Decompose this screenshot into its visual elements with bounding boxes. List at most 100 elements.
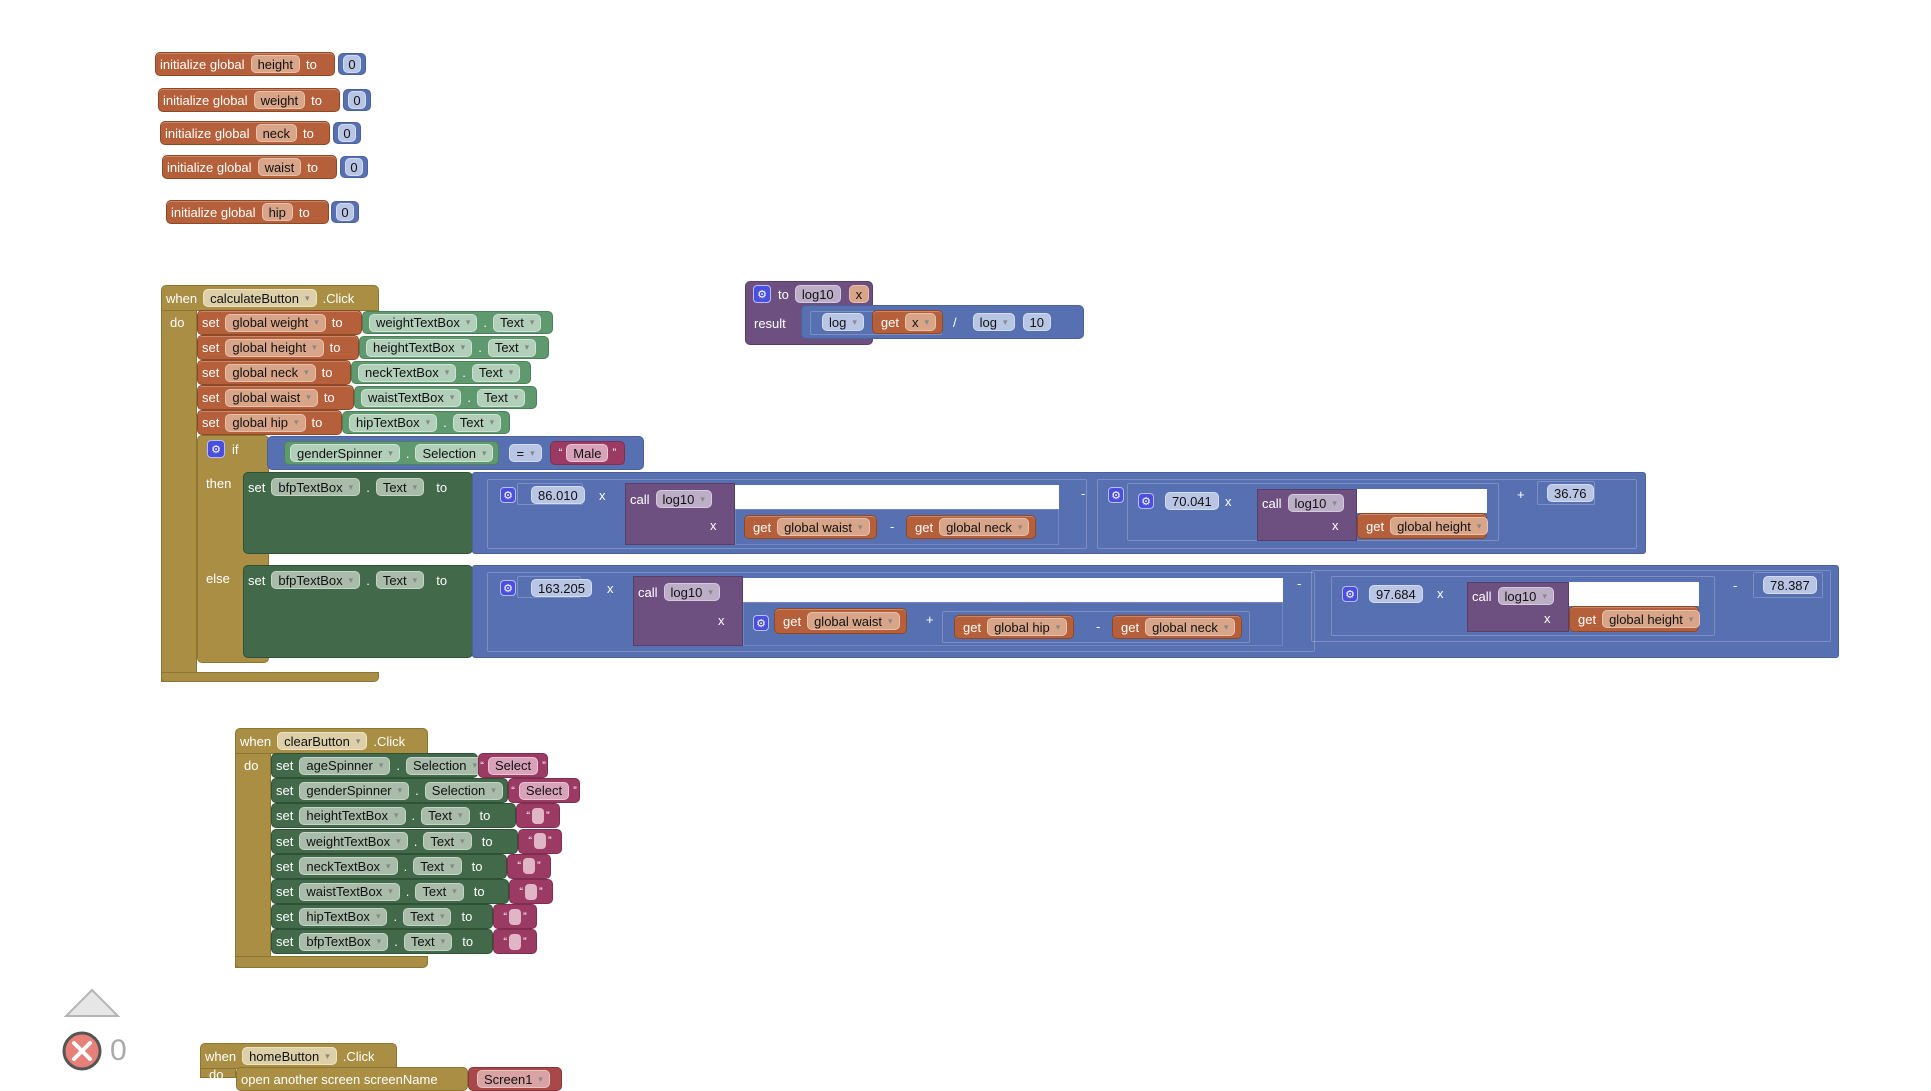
get-global-waist-block[interactable]: get global waist: [774, 608, 907, 634]
component-dropdown[interactable]: bfpTextBox: [299, 932, 389, 951]
empty-string-value[interactable]: [509, 933, 521, 950]
variable-dropdown[interactable]: global height: [1602, 610, 1701, 628]
text-string-block[interactable]: “”: [516, 803, 560, 829]
get-global-neck-block[interactable]: get global neck: [906, 515, 1037, 539]
empty-string-value[interactable]: [523, 858, 535, 875]
component-dropdown[interactable]: heightTextBox: [299, 806, 406, 825]
empty-string-value[interactable]: [534, 833, 546, 850]
number-value[interactable]: 97.684: [1369, 585, 1423, 603]
number-block[interactable]: 0: [340, 156, 368, 178]
number-value[interactable]: 86.010: [531, 486, 585, 504]
init-global-hip-block[interactable]: initialize global hip to: [166, 200, 329, 224]
number-value[interactable]: 10: [1022, 313, 1051, 331]
variable-dropdown[interactable]: global neck: [1145, 618, 1236, 636]
empty-string-value[interactable]: [532, 807, 544, 824]
set-global-height-block[interactable]: set global height to: [197, 335, 359, 360]
component-dropdown[interactable]: neckTextBox: [358, 363, 457, 382]
component-dropdown[interactable]: waistTextBox: [361, 388, 462, 407]
variable-dropdown[interactable]: global weight: [225, 313, 326, 332]
waistTextBox-text-getter[interactable]: waistTextBox . Text: [354, 386, 537, 409]
compare-block[interactable]: genderSpinner . Selection = “ Male ”: [267, 436, 644, 470]
get-global-hip-block[interactable]: get global hip: [954, 615, 1075, 639]
call-log10-block[interactable]: call log10 x: [1257, 489, 1357, 541]
property-dropdown[interactable]: Text: [413, 857, 462, 876]
init-global-waist-block[interactable]: initialize global waist to: [162, 155, 337, 179]
text-string-block[interactable]: “”: [509, 879, 553, 904]
property-dropdown[interactable]: Text: [477, 388, 526, 407]
property-dropdown[interactable]: Text: [471, 363, 521, 382]
set-global-waist-block[interactable]: set global waist to: [197, 385, 354, 410]
procedure-name-field[interactable]: log10: [794, 285, 841, 303]
else-subtract-expression[interactable]: ⚙ 163.205 x call log10 x ⚙ get global wa…: [472, 565, 1839, 658]
call-log10-block[interactable]: call log10 x: [633, 576, 743, 646]
property-dropdown[interactable]: Selection: [415, 444, 494, 462]
string-value[interactable]: Select: [518, 781, 570, 800]
gear-icon[interactable]: ⚙: [753, 285, 771, 303]
text-string-block[interactable]: “”: [493, 929, 537, 955]
variable-dropdown[interactable]: global height: [225, 338, 324, 357]
else-set-bfp-block[interactable]: set bfpTextBox . Text to: [243, 565, 473, 658]
variable-dropdown[interactable]: global waist: [777, 518, 870, 536]
heightTextBox-text-getter[interactable]: heightTextBox . Text: [359, 336, 549, 359]
when-home-click-block[interactable]: when homeButton .Click: [200, 1043, 397, 1069]
warning-triangle-icon[interactable]: [63, 988, 121, 1018]
gear-icon[interactable]: ⚙: [753, 615, 769, 631]
component-dropdown[interactable]: weightTextBox: [369, 313, 478, 332]
number-value[interactable]: 70.041: [1165, 492, 1219, 510]
component-dropdown[interactable]: bfpTextBox: [271, 571, 361, 589]
init-global-weight-block[interactable]: initialize global weight to: [158, 88, 340, 112]
property-dropdown[interactable]: Text: [403, 932, 453, 951]
property-dropdown[interactable]: Text: [375, 478, 425, 496]
gear-icon[interactable]: ⚙: [207, 440, 225, 458]
weightTextBox-text-getter[interactable]: weightTextBox . Text: [362, 311, 553, 334]
call-log10-block[interactable]: call log10 x: [1467, 582, 1569, 632]
screen-dropdown[interactable]: Screen1: [477, 1070, 550, 1088]
set-global-neck-block[interactable]: set global neck to: [197, 360, 351, 385]
text-string-block[interactable]: “Select”: [508, 778, 580, 804]
when-calculate-click-block[interactable]: when calculateButton .Click: [161, 285, 379, 311]
property-dropdown[interactable]: Selection: [424, 781, 503, 800]
number-block[interactable]: 0: [333, 122, 361, 144]
call-log10-block[interactable]: call log10 x: [625, 483, 735, 545]
text-string-block[interactable]: “Select”: [478, 753, 548, 778]
property-dropdown[interactable]: Text: [375, 571, 425, 589]
number-value[interactable]: 0: [345, 158, 363, 176]
number-value[interactable]: 36.76: [1547, 484, 1594, 502]
component-dropdown[interactable]: weightTextBox: [299, 832, 408, 851]
genderSpinner-selection-getter[interactable]: genderSpinner . Selection: [284, 441, 500, 465]
get-x-block[interactable]: get x: [871, 310, 943, 334]
log-dropdown[interactable]: log: [822, 313, 864, 331]
component-dropdown[interactable]: ageSpinner: [299, 756, 391, 775]
variable-dropdown[interactable]: x: [904, 313, 936, 331]
error-x-icon[interactable]: [61, 1030, 103, 1072]
empty-string-value[interactable]: [525, 883, 537, 900]
variable-dropdown[interactable]: global hip: [225, 413, 306, 432]
gear-icon[interactable]: ⚙: [1138, 493, 1154, 509]
gear-icon[interactable]: ⚙: [500, 580, 516, 596]
when-clear-click-block[interactable]: when clearButton .Click: [235, 728, 428, 754]
empty-string-value[interactable]: [509, 908, 521, 925]
log-dropdown[interactable]: log: [972, 313, 1015, 331]
then-subtract-expression[interactable]: ⚙ 86.010 x call log10 x get global waist…: [472, 472, 1646, 554]
number-value[interactable]: 0: [348, 91, 366, 109]
variable-dropdown[interactable]: global neck: [225, 363, 316, 382]
then-set-bfp-block[interactable]: set bfpTextBox . Text to: [243, 472, 473, 554]
set-global-weight-block[interactable]: set global weight to: [197, 310, 362, 335]
component-dropdown[interactable]: genderSpinner: [290, 444, 400, 462]
property-dropdown[interactable]: Text: [492, 313, 542, 332]
procedure-dropdown[interactable]: log10: [1497, 587, 1554, 605]
number-block[interactable]: 0: [331, 201, 359, 223]
subtract-block[interactable]: get global waist - get global neck: [735, 509, 1059, 545]
property-dropdown[interactable]: Text: [452, 413, 502, 432]
number-block[interactable]: 0: [343, 89, 371, 111]
get-global-waist-block[interactable]: get global waist: [744, 515, 877, 539]
get-global-height-block[interactable]: get global height: [1569, 606, 1701, 632]
get-global-height-block[interactable]: get global height: [1357, 513, 1489, 539]
component-dropdown[interactable]: homeButton: [242, 1047, 337, 1065]
component-dropdown[interactable]: hipTextBox: [349, 413, 438, 432]
screen-name-block[interactable]: Screen1: [468, 1067, 562, 1091]
